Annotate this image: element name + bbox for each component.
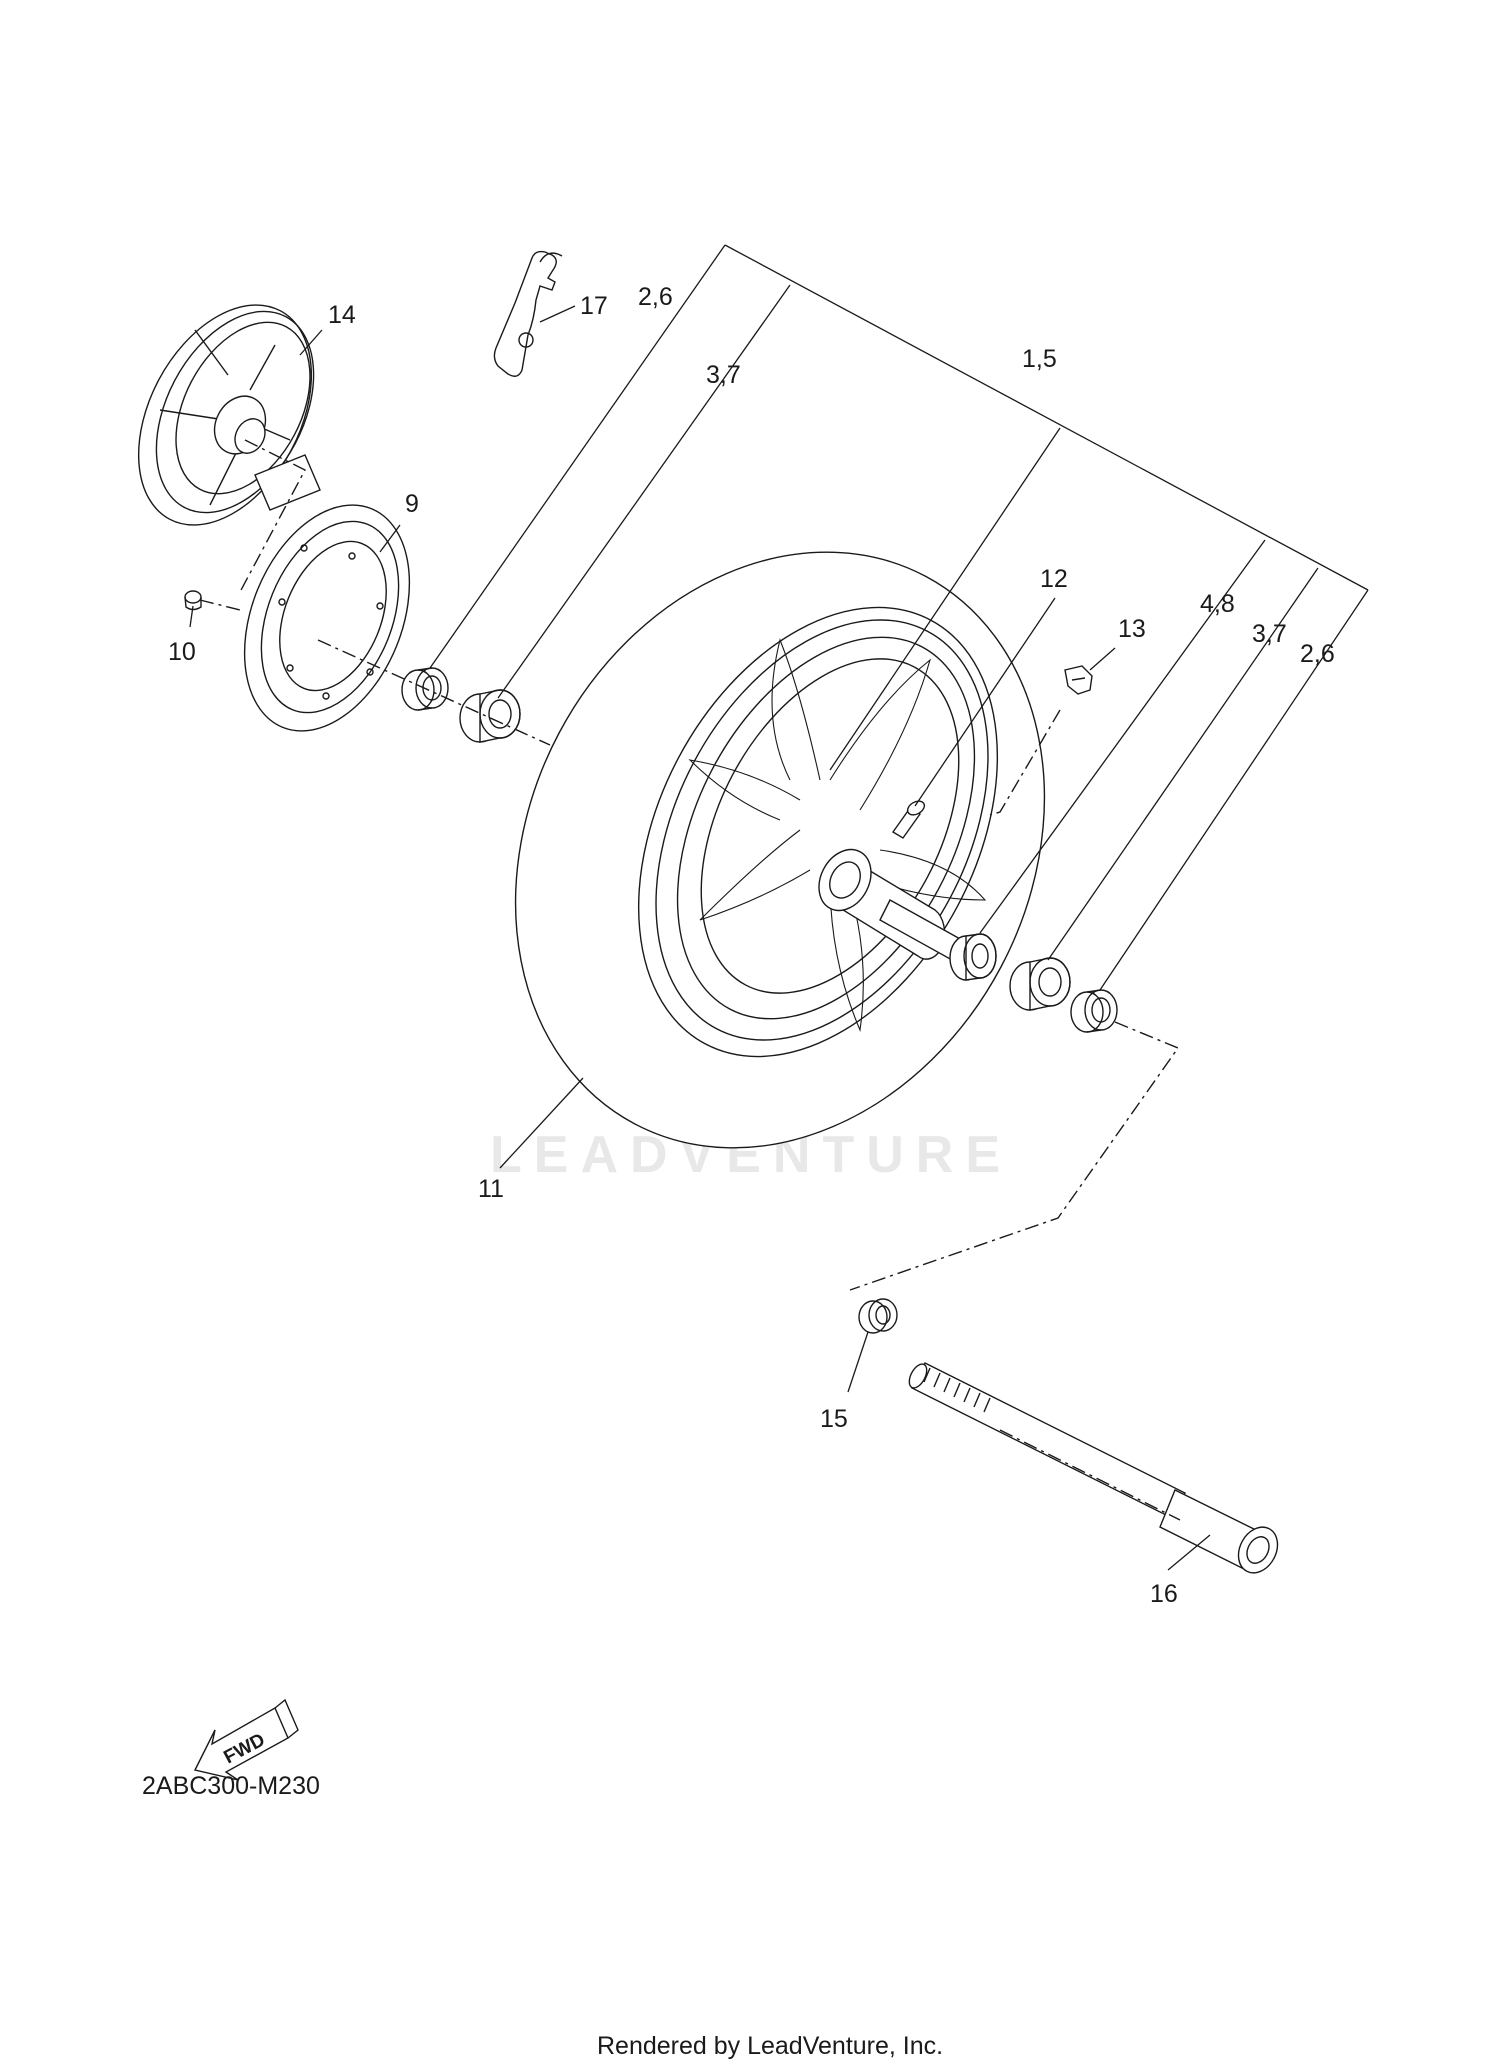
leader-lines [189,244,1369,1571]
diagram-code: 2ABC300-M230 [142,1772,320,1800]
callout-11[interactable]: 11 [478,1175,504,1203]
part-9-brake-disc[interactable] [213,480,440,755]
callout-3-7-left[interactable]: 3,7 [706,361,741,389]
part-10-bolt[interactable] [184,590,202,611]
part-16-axle[interactable] [906,1361,1285,1579]
part-15-collar[interactable] [858,1298,898,1334]
part-bearing-right-37[interactable] [1009,957,1071,1011]
callout-14[interactable]: 14 [328,301,356,329]
assembly-centerlines [199,439,1181,1521]
fwd-arrow-icon: FWD [193,1698,299,1781]
callout-4-8[interactable]: 4,8 [1200,590,1235,618]
callout-12[interactable]: 12 [1040,565,1068,593]
callout-13[interactable]: 13 [1118,615,1146,643]
callout-16[interactable]: 16 [1150,1580,1178,1608]
callout-15[interactable]: 15 [820,1405,848,1433]
callout-2-6-left[interactable]: 2,6 [638,283,673,311]
part-bearing-right-26[interactable] [1070,989,1118,1033]
callout-17[interactable]: 17 [580,292,608,320]
callout-10[interactable]: 10 [168,638,196,666]
callouts: 14 17 2,6 3,7 1,5 9 10 12 13 4,8 3,7 2,6… [168,283,1335,1608]
callout-1-5[interactable]: 1,5 [1022,345,1057,373]
part-collar-48[interactable] [949,933,997,981]
callout-3-7-right[interactable]: 3,7 [1252,620,1287,648]
part-bearing-left-37[interactable] [459,689,521,743]
part-17-bracket[interactable] [493,250,563,377]
footer-credit: Rendered by LeadVenture, Inc. [597,2032,943,2060]
callout-9[interactable]: 9 [405,490,419,518]
part-13-clip[interactable] [1064,665,1093,695]
callout-2-6-right[interactable]: 2,6 [1300,640,1335,668]
part-14-brake-drum[interactable] [103,276,346,555]
part-11-wheel[interactable] [414,459,1147,1241]
